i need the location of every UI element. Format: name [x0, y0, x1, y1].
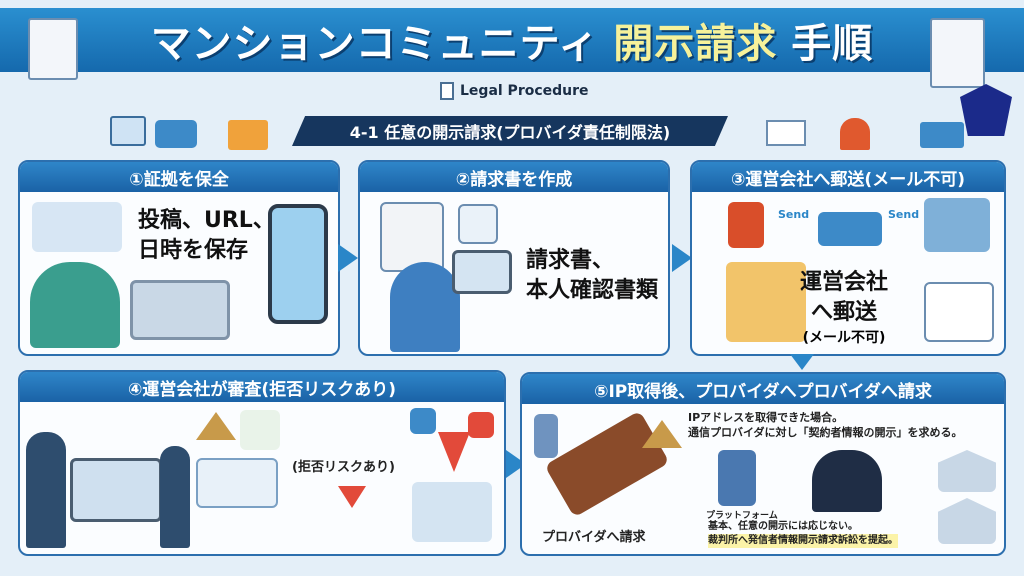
send-label-1: Send	[778, 208, 810, 221]
checkmark-grid-icon	[240, 410, 280, 450]
company-building-icon	[924, 198, 990, 252]
step-5-caption: プロバイダへ請求	[542, 530, 646, 545]
step-5-panel: ⑤IP取得後、プロバイダへプロバイダへ請求 プロバイダへ請求 IPアドレスを取得…	[520, 372, 1006, 556]
step-4-header: ④運営会社が審査(拒否リスクあり)	[20, 372, 504, 402]
step-4-note: (拒否リスクあり)	[292, 460, 395, 475]
checklist-icon	[458, 204, 498, 244]
law-office-logo-icon	[960, 84, 1012, 136]
review-screen-illustration	[70, 458, 162, 522]
meeting-illustration	[412, 482, 492, 542]
courthouse-icon	[938, 498, 996, 544]
step-4-panel: ④運営会社が審査(拒否リスクあり) (拒否リスクあり)	[18, 370, 506, 556]
arrow-right-icon	[672, 244, 692, 272]
step-3-text-line1: 運営会社	[800, 270, 889, 295]
title-banner: マンションコミュニティ 開示請求 手順	[0, 8, 1024, 72]
step-5-note-line1: 基本、任意の開示には応じない。	[708, 521, 858, 532]
folder-icon	[228, 120, 268, 150]
document-check-icon	[930, 18, 985, 88]
step-1-panel: ①証拠を保全 投稿、URL、日時を保存	[18, 160, 340, 356]
arrow-down-red-icon	[438, 432, 470, 472]
step-2-text-line1: 請求書、	[526, 248, 615, 273]
monitor-illustration	[130, 280, 230, 340]
open-envelope-illustration	[726, 262, 806, 342]
chart-screen-icon	[196, 458, 278, 508]
team-illustration	[26, 432, 66, 548]
step-2-panel: ②請求書を作成 請求書、本人確認書類	[358, 160, 670, 356]
send-truck-icon	[920, 122, 964, 148]
step-2-text-line2: 本人確認書類	[526, 277, 659, 303]
gavel-illustration	[544, 410, 670, 518]
step-3-panel: ③運営会社へ郵送(メール不可) Send Send 運営会社 へ郵送 (メール不…	[690, 160, 1006, 356]
step-3-header: ③運営会社へ郵送(メール不可)	[692, 162, 1004, 192]
person-writing-illustration	[390, 262, 460, 352]
computer-illustration	[452, 250, 512, 294]
step-1-text: 投稿、URL、日時を保存	[138, 208, 275, 263]
server-rack-icon	[718, 450, 756, 506]
arrow-right-icon	[338, 244, 358, 272]
step-5-desc-line2: 通信プロバイダに対し「契約者情報の開示」を求める。	[688, 426, 963, 440]
arrow-down-red-icon	[338, 486, 366, 508]
legal-procedure-label: Legal Procedure	[440, 82, 589, 100]
title-part2: 開示請求	[613, 21, 778, 67]
step-5-note: 基本、任意の開示には応じない。裁判所へ発信者情報開示請求訴訟を提起。	[708, 520, 898, 548]
step-3-text-line2: へ郵送	[811, 299, 878, 325]
team-illustration	[160, 446, 190, 548]
step-5-note-line2: 裁判所へ発信者情報開示請求訴訟を提起。	[708, 534, 898, 548]
magnifier-page-icon	[110, 116, 146, 146]
title-part3: 手順	[791, 21, 874, 67]
platform-label: プラットフォーム	[706, 511, 778, 521]
mailbox-icon	[728, 202, 764, 248]
document-icon	[28, 18, 78, 80]
subtitle-banner: 4-1 任意の開示請求(プロバイダ責任制限法)	[292, 116, 728, 146]
thumbs-up-icon	[410, 408, 436, 434]
delivery-truck-icon	[818, 212, 882, 246]
courthouse-icon	[938, 450, 996, 492]
camera-icon	[155, 120, 197, 148]
request-form-illustration	[380, 202, 444, 272]
thumbs-down-icon	[468, 412, 494, 438]
document-icon	[440, 82, 454, 100]
send-label-2: Send	[888, 208, 920, 221]
title-part1: マンションコミュニティ	[150, 21, 600, 67]
judge-illustration	[812, 450, 882, 512]
browser-window-illustration	[32, 202, 122, 252]
step-5-header: ⑤IP取得後、プロバイダへプロバイダへ請求	[522, 374, 1004, 404]
smartphone-illustration	[268, 204, 328, 324]
step-1-header: ①証拠を保全	[20, 162, 338, 192]
step-3-note: (メール不可)	[802, 330, 886, 347]
arrow-down-icon	[790, 354, 814, 370]
step-2-text: 請求書、本人確認書類	[526, 246, 658, 305]
step-5-description: IPアドレスを取得できた場合。通信プロバイダに対し「契約者情報の開示」を求める。	[688, 410, 963, 441]
step-2-header: ②請求書を作成	[360, 162, 668, 192]
legal-procedure-text: Legal Procedure	[460, 83, 589, 99]
server-icon	[534, 414, 558, 458]
envelope-icon	[766, 120, 806, 146]
person-illustration	[30, 262, 120, 348]
step-5-desc-line1: IPアドレスを取得できた場合。	[688, 411, 844, 424]
scales-icon	[196, 412, 236, 440]
envelope-icon	[924, 282, 994, 342]
step-3-text: 運営会社 へ郵送 (メール不可)	[800, 268, 888, 347]
mailbox-icon	[840, 118, 870, 150]
